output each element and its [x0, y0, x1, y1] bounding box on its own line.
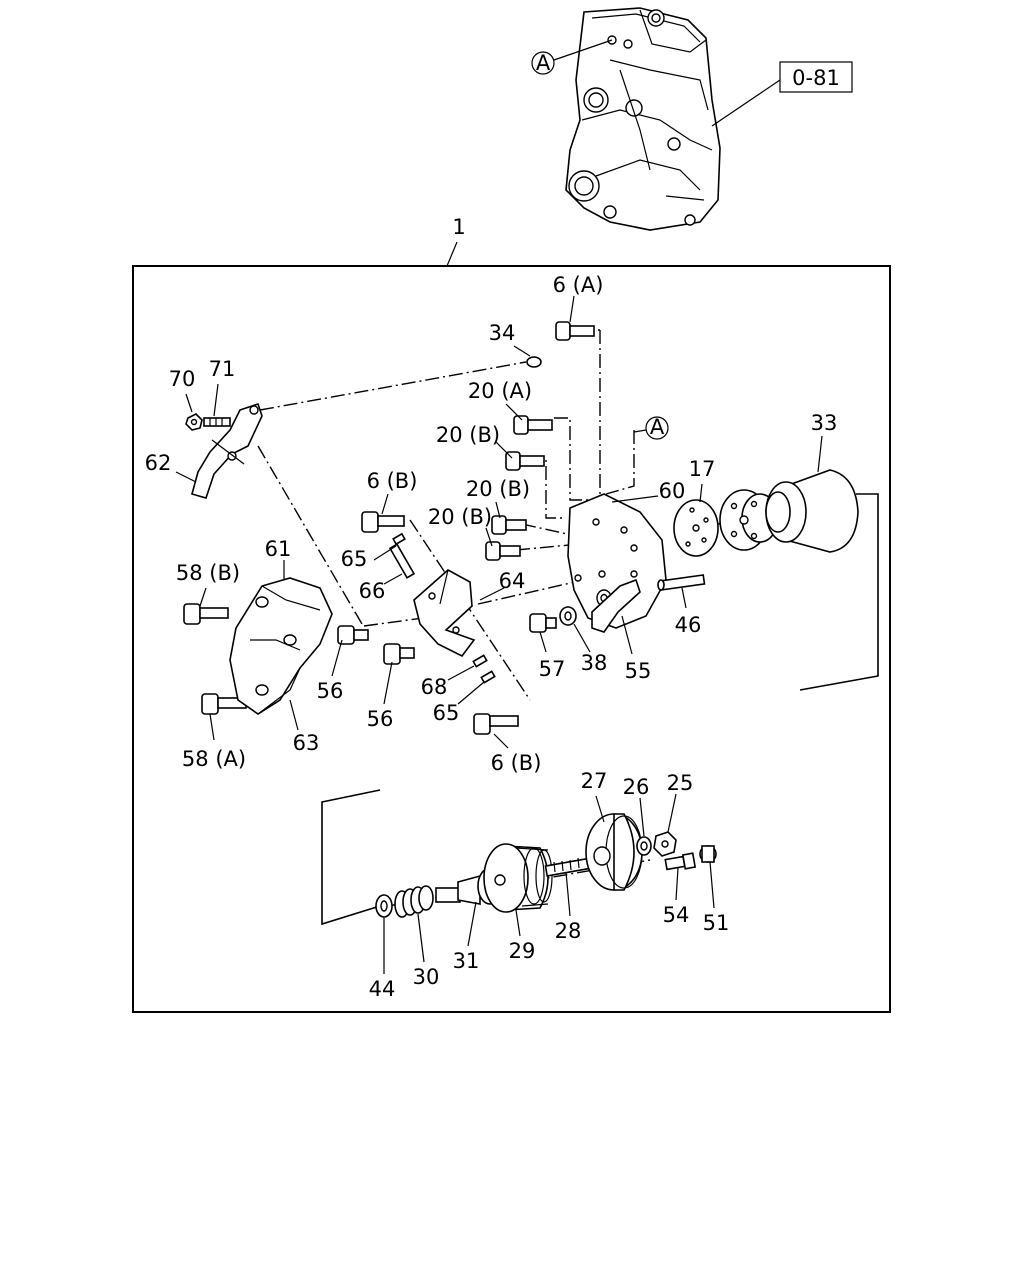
reference-box-label: 0-81 [792, 66, 840, 90]
label-31: 31 [453, 949, 480, 973]
label-60: 60 [659, 479, 686, 503]
fitting-54 [664, 852, 697, 871]
label-56-2: 56 [367, 707, 394, 731]
pin-66 [388, 543, 416, 579]
label-44: 44 [369, 977, 396, 1001]
nut-70 [185, 413, 203, 431]
bolt-20b-2 [491, 515, 527, 535]
bracket-64 [413, 569, 476, 658]
bolt-56-1 [337, 625, 369, 645]
label-33: 33 [811, 411, 838, 435]
label-38: 38 [581, 651, 608, 675]
assembly-frame [132, 265, 891, 1013]
label-65-bottom: 65 [433, 701, 460, 725]
label-17: 17 [689, 457, 716, 481]
pump-housing-illustration [565, 7, 721, 231]
label-20a: 20 (A) [468, 379, 532, 403]
label-29: 29 [509, 939, 536, 963]
disc-17 [673, 499, 719, 557]
label-66: 66 [359, 579, 386, 603]
marker-a-top: A [531, 39, 613, 75]
label-26: 26 [623, 775, 650, 799]
label-58a: 58 (A) [182, 747, 246, 771]
label-70: 70 [169, 367, 196, 391]
label-64: 64 [499, 569, 526, 593]
nut-25 [653, 831, 677, 857]
part-labels: 6 (A) 34 70 71 62 20 (A) 20 (B) 20 (B) 2… [145, 273, 838, 1001]
pin-65-top [392, 532, 406, 546]
leader-lines [175, 295, 823, 974]
assembly-callout-label: 1 [452, 215, 465, 239]
label-57: 57 [539, 657, 566, 681]
bolt-20a [513, 415, 553, 435]
label-71: 71 [209, 357, 236, 381]
label-61: 61 [265, 537, 292, 561]
plate-60 [567, 493, 667, 629]
bolt-20b-1 [505, 451, 545, 471]
exploded-chain-lines [257, 329, 879, 926]
label-58b: 58 (B) [176, 561, 240, 585]
label-54: 54 [663, 903, 690, 927]
lever-55 [591, 578, 641, 633]
pulley-27 [585, 813, 643, 891]
label-56-1: 56 [317, 679, 344, 703]
pin-68 [472, 654, 488, 668]
label-6b-top: 6 (B) [367, 469, 418, 493]
hub-disc [719, 489, 779, 551]
cover-61 [229, 577, 333, 715]
label-30: 30 [413, 965, 440, 989]
pulley-29 [483, 843, 553, 913]
washer-38 [559, 606, 577, 626]
label-51: 51 [703, 911, 730, 935]
label-25: 25 [667, 771, 694, 795]
label-6a: 6 (A) [553, 273, 604, 297]
label-46: 46 [675, 613, 702, 637]
reference-box: 0-81 [711, 61, 853, 127]
lever-62 [191, 402, 263, 499]
bolt-58b [183, 603, 229, 625]
washer-44 [375, 894, 393, 918]
cap-51 [699, 845, 717, 863]
shaft-28 [544, 857, 594, 877]
ring-34 [526, 356, 542, 368]
label-28: 28 [555, 919, 582, 943]
spring-30 [394, 885, 434, 918]
pin-46 [657, 574, 706, 591]
label-63: 63 [293, 731, 320, 755]
bolt-6b-top [361, 511, 405, 533]
label-20b-2: 20 (B) [466, 477, 530, 501]
label-20b-3: 20 (B) [428, 505, 492, 529]
marker-a-mid-label: A [650, 415, 665, 439]
label-6b-bottom: 6 (B) [491, 751, 542, 775]
bolt-57 [529, 613, 557, 633]
washer-26 [636, 836, 652, 856]
bolt-6a [555, 321, 595, 341]
marker-a-top-label: A [536, 51, 551, 75]
screw-71 [203, 417, 231, 427]
bolt-20b-3 [485, 541, 521, 561]
sleeve-small [435, 887, 461, 903]
bolt-6b-bottom [473, 713, 519, 735]
label-62: 62 [145, 451, 172, 475]
label-65-top: 65 [341, 547, 368, 571]
pin-65-bottom [480, 670, 496, 684]
label-34: 34 [489, 321, 516, 345]
label-20b-1: 20 (B) [436, 423, 500, 447]
label-68: 68 [421, 675, 448, 699]
cylinder-33 [765, 469, 859, 553]
bolt-56-2 [383, 643, 415, 665]
label-55: 55 [625, 659, 652, 683]
label-27: 27 [581, 769, 608, 793]
